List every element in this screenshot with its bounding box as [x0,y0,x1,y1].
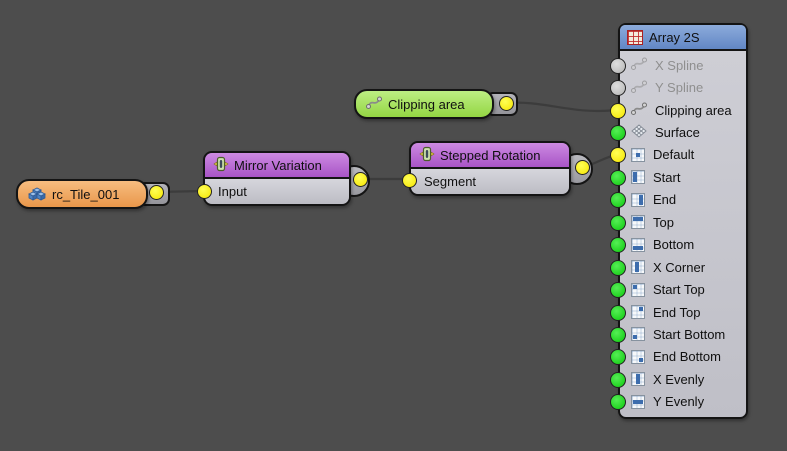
grid-left [631,170,645,185]
port-socket[interactable] [610,214,626,231]
node-title: Array 2S [649,29,700,45]
port-label: Start Bottom [653,326,726,342]
node-header[interactable]: Mirror Variation [205,153,349,179]
array-port-top[interactable]: Top [610,211,746,233]
input-port-label: Input [218,184,247,199]
port-label: Clipping area [655,102,732,118]
port-label: Bottom [653,237,695,253]
port-socket[interactable] [610,326,626,343]
node-mirror-variation[interactable]: Mirror Variation Input [203,151,351,206]
grid-vcenter [631,372,645,387]
port-label: Start Top [653,282,705,298]
grid-center [631,147,645,162]
tile-output-port[interactable] [148,184,164,200]
grid-hcenter [631,394,645,409]
node-label: Clipping area [388,96,465,112]
cubes-icon [28,185,46,204]
array-port-y-spline[interactable]: Y Spline [610,76,746,98]
port-socket[interactable] [610,147,626,164]
port-socket[interactable] [610,102,626,119]
port-socket[interactable] [610,259,626,276]
port-socket[interactable] [610,192,626,209]
port-label: Default [653,147,695,163]
operator-icon [213,156,229,175]
port-socket[interactable] [610,304,626,321]
mirror-output-port[interactable] [352,171,368,187]
clipping-output-port[interactable] [498,95,514,111]
node-stepped-rotation[interactable]: Stepped Rotation Segment [409,141,571,196]
array-port-end-top[interactable]: End Top [610,301,746,323]
grid-xcol [631,260,645,275]
operator-icon [419,146,435,165]
grid-bl [631,327,645,342]
node-rc-tile-001[interactable]: rc_Tile_001 [16,179,148,209]
port-label: Start [653,169,681,185]
spline-icon [631,56,647,74]
array-port-clipping-area[interactable]: Clipping area [610,99,746,121]
spline-icon [366,95,382,113]
input-port-label: Segment [424,174,477,189]
port-label: X Evenly [653,371,705,387]
port-label: Surface [655,125,700,141]
grid-tl [631,282,645,297]
port-socket[interactable] [610,394,626,411]
array-port-start-top[interactable]: Start Top [610,278,746,300]
port-label: End Bottom [653,349,721,365]
port-socket[interactable] [610,349,626,366]
node-label: rc_Tile_001 [52,186,120,202]
mirror-input-port[interactable] [196,183,212,199]
spline-icon [631,101,647,119]
array-port-start-bottom[interactable]: Start Bottom [610,323,746,345]
node-header[interactable]: Stepped Rotation [411,143,569,169]
surface-icon [631,124,647,141]
port-socket[interactable] [610,80,626,97]
grid-right [631,192,645,207]
port-label: Y Evenly [653,394,705,410]
array-port-y-evenly[interactable]: Y Evenly [610,391,746,413]
array-port-default[interactable]: Default [610,144,746,166]
array-port-x-spline[interactable]: X Spline [610,54,746,76]
array-port-x-evenly[interactable]: X Evenly [610,368,746,390]
port-label: End [653,192,677,208]
array-port-x-corner[interactable]: X Corner [610,256,746,278]
wire-clipping-to-array-clippingarea[interactable] [505,101,617,113]
node-header[interactable]: Array 2S [620,25,746,51]
array-port-end[interactable]: End [610,189,746,211]
stepped-output-port[interactable] [574,159,590,175]
grid-br [631,349,645,364]
port-label: End Top [653,304,701,320]
grid-top [631,215,645,230]
array-port-surface[interactable]: Surface [610,121,746,143]
stepped-input-port[interactable] [401,172,417,188]
port-label: Y Spline [655,80,704,96]
array-port-bottom[interactable]: Bottom [610,234,746,256]
port-socket[interactable] [610,57,626,74]
node-title: Stepped Rotation [440,147,541,163]
port-socket[interactable] [610,125,626,142]
port-socket[interactable] [610,282,626,299]
node-clipping-area[interactable]: Clipping area [354,89,494,119]
port-socket[interactable] [610,169,626,186]
array-port-end-bottom[interactable]: End Bottom [610,346,746,368]
port-socket[interactable] [610,371,626,388]
port-label: X Spline [655,57,704,73]
grid-bottom [631,237,645,252]
node-body: Input [205,179,349,204]
node-title: Mirror Variation [234,157,322,173]
array-port-start[interactable]: Start [610,166,746,188]
array-grid-icon [627,29,643,45]
port-label: X Corner [653,259,706,275]
spline-icon [631,79,647,97]
port-label: Top [653,214,674,230]
grid-tr [631,305,645,320]
port-socket[interactable] [610,237,626,254]
node-body: Segment [411,169,569,194]
